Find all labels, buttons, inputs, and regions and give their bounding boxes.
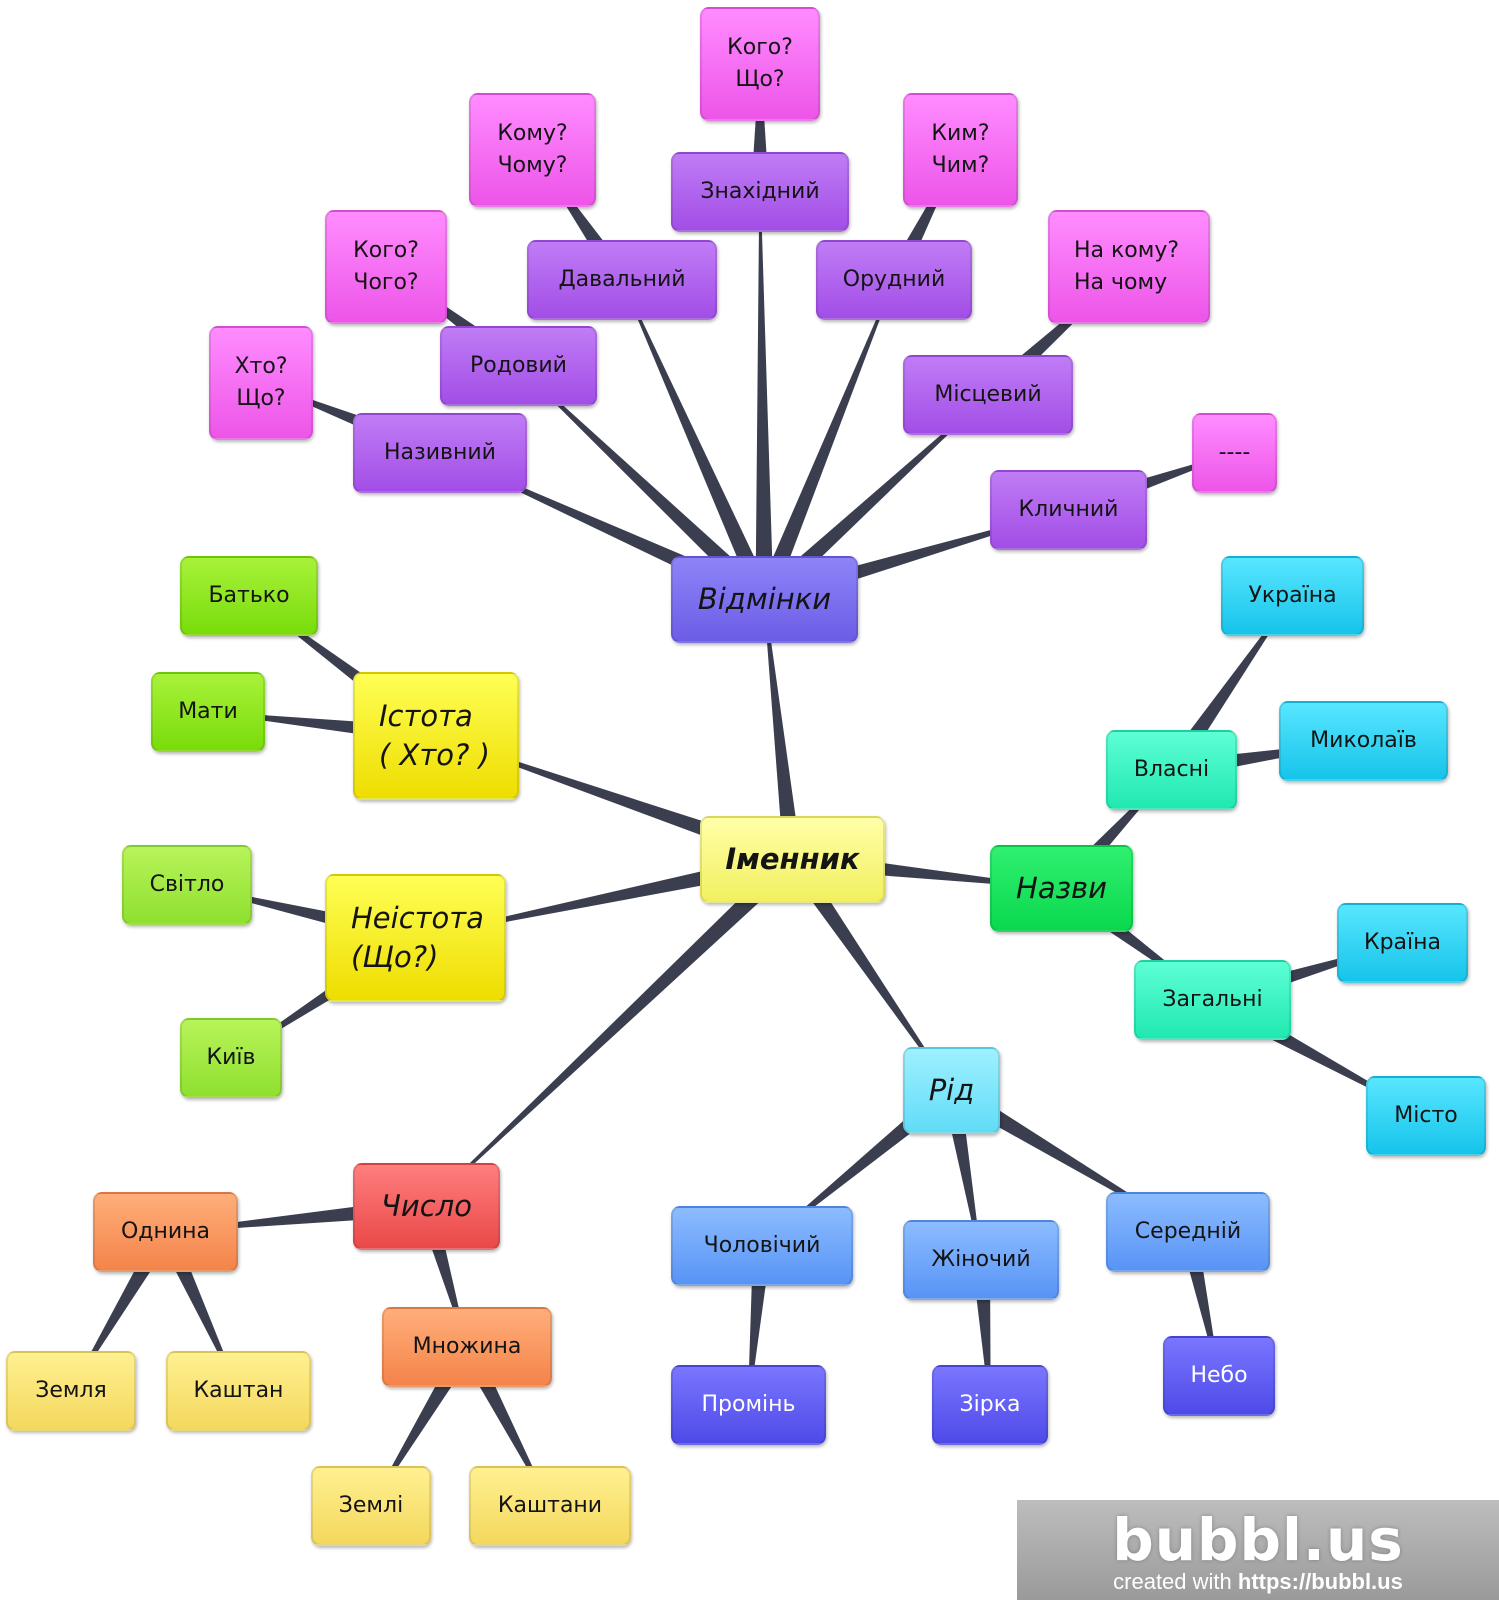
node-nebo[interactable]: Небо: [1163, 1336, 1275, 1416]
node-q-orudnyi[interactable]: Ким? Чим?: [903, 93, 1018, 207]
connector-vidminky-rodovyi: [518, 365, 771, 607]
node-batko[interactable]: Батько: [180, 556, 318, 636]
node-q-davalnyi[interactable]: Кому? Чому?: [469, 93, 596, 207]
connector-vidminky-znakhidnyi: [755, 191, 774, 600]
node-kashtany[interactable]: Каштани: [469, 1466, 631, 1546]
node-svitlo[interactable]: Світло: [122, 845, 252, 925]
node-neistota[interactable]: Неістота (Що?): [325, 874, 506, 1002]
node-klychnyi[interactable]: Кличний: [990, 470, 1147, 550]
watermark-caption: created with https://bubbl.us: [1017, 1569, 1499, 1595]
node-kyiv[interactable]: Київ: [180, 1018, 282, 1098]
node-mykolaiv[interactable]: Миколаїв: [1279, 701, 1448, 781]
node-mnozhyna[interactable]: Множина: [382, 1307, 552, 1387]
watermark-caption-url[interactable]: https://bubbl.us: [1237, 1569, 1403, 1594]
node-rodovyi[interactable]: Родовий: [440, 326, 597, 406]
node-vidminky[interactable]: Відмінки: [671, 556, 858, 643]
node-q-klychnyi[interactable]: ----: [1192, 413, 1277, 493]
node-mistsevyi[interactable]: Місцевий: [903, 355, 1073, 435]
node-q-rodovyi[interactable]: Кого? Чого?: [325, 210, 447, 324]
connector-imennyk-chyslo: [426, 852, 799, 1208]
node-nazyvnyi[interactable]: Називний: [353, 413, 527, 493]
node-imennyk[interactable]: Іменник: [700, 816, 885, 903]
node-kraina[interactable]: Країна: [1337, 903, 1468, 983]
connector-vidminky-mistsevyi: [758, 394, 989, 607]
connector-imennyk-vidminky: [763, 599, 802, 861]
node-promin[interactable]: Промінь: [671, 1365, 826, 1445]
node-q-mistsevyi[interactable]: На кому? На чому: [1048, 210, 1210, 324]
bubbl-logo: bubbl.us: [1112, 1506, 1404, 1574]
node-rid[interactable]: Рід: [903, 1047, 1000, 1134]
node-serednii[interactable]: Середній: [1106, 1192, 1270, 1272]
node-orudnyi[interactable]: Орудний: [816, 240, 972, 320]
node-zirka[interactable]: Зірка: [932, 1365, 1048, 1445]
node-q-nazyvnyi[interactable]: Хто? Що?: [209, 326, 313, 440]
node-istota[interactable]: Істота ( Хто? ): [353, 672, 519, 800]
node-kashtan[interactable]: Каштан: [166, 1351, 311, 1431]
node-chyslo[interactable]: Число: [353, 1163, 500, 1250]
node-zahalni[interactable]: Загальні: [1134, 960, 1291, 1040]
bubbl-watermark[interactable]: bubbl.us created with https://bubbl.us: [1017, 1500, 1499, 1600]
node-cholovichyi[interactable]: Чоловічий: [671, 1206, 853, 1286]
node-ukraina[interactable]: Україна: [1221, 556, 1364, 636]
connector-imennyk-rid: [785, 854, 953, 1091]
node-misto[interactable]: Місто: [1366, 1076, 1486, 1156]
node-q-znakhidnyi[interactable]: Кого? Що?: [700, 7, 820, 121]
node-vlasni[interactable]: Власні: [1106, 730, 1237, 810]
node-maty[interactable]: Мати: [151, 672, 265, 752]
node-nazvy[interactable]: Назви: [990, 845, 1133, 932]
connector-imennyk-neistota: [415, 850, 795, 939]
node-davalnyi[interactable]: Давальний: [527, 240, 717, 320]
connector-vidminky-orudnyi: [756, 279, 895, 603]
node-zemlia[interactable]: Земля: [6, 1351, 136, 1431]
node-zemli[interactable]: Землі: [311, 1466, 431, 1546]
connector-vidminky-davalnyi: [621, 279, 773, 604]
node-zhinochyi[interactable]: Жіночий: [903, 1220, 1059, 1300]
node-odnyna[interactable]: Однина: [93, 1192, 238, 1272]
node-znakhidnyi[interactable]: Знахідний: [671, 152, 849, 232]
watermark-caption-prefix: created with: [1113, 1569, 1238, 1594]
